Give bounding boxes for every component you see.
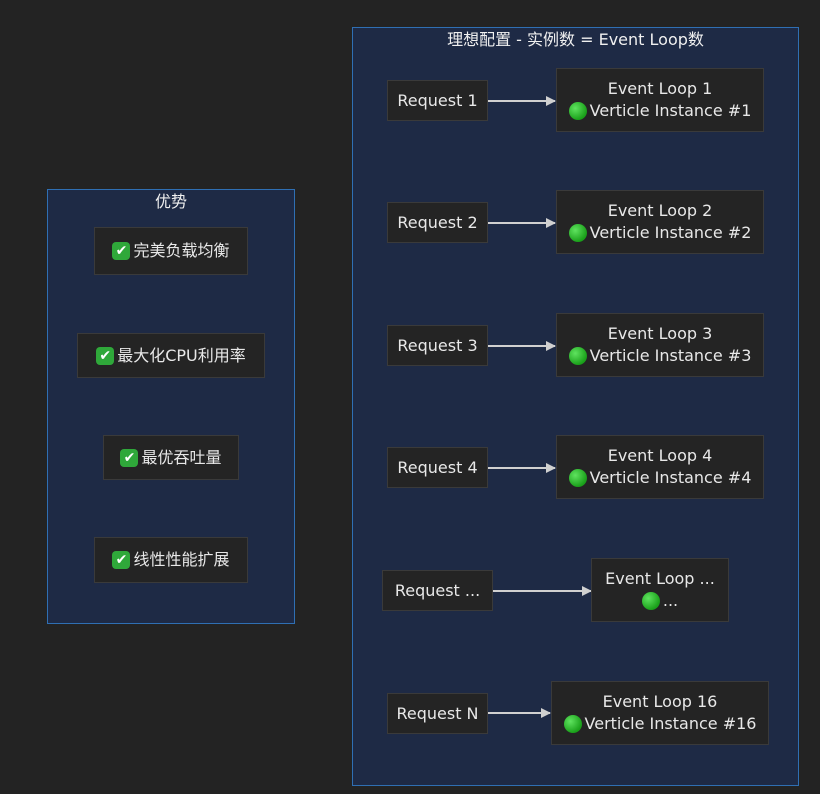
green-circle-icon — [568, 347, 587, 365]
check-mark-icon: ✔ — [120, 448, 139, 467]
event-loop-node: Event Loop 1 Verticle Instance #1 — [556, 68, 764, 132]
request-label: Request 4 — [397, 457, 478, 477]
check-mark-icon: ✔ — [112, 551, 131, 569]
instance-label: Verticle Instance #4 — [589, 468, 752, 487]
event-loop-node: Event Loop 4 Verticle Instance #4 — [556, 435, 764, 499]
event-loop-node: Event Loop 2 Verticle Instance #2 — [556, 190, 764, 254]
green-circle-icon — [568, 224, 587, 242]
advantage-node-load-balance: ✔ 完美负载均衡 — [94, 227, 248, 275]
instance-label: Verticle Instance #1 — [589, 101, 752, 120]
advantage-label: 最大化CPU利用率 — [117, 345, 246, 365]
instance-label: Verticle Instance #16 — [584, 714, 757, 733]
request-label: Request 1 — [397, 90, 478, 110]
advantages-title: 优势 — [154, 192, 187, 211]
advantage-node-cpu: ✔ 最大化CPU利用率 — [77, 333, 265, 378]
config-cluster: 理想配置 - 实例数 = Event Loop数 — [352, 27, 799, 786]
config-title: 理想配置 - 实例数 = Event Loop数 — [447, 30, 704, 49]
request-node: Request 2 — [387, 202, 488, 243]
event-loop-label: Event Loop 16 — [602, 692, 718, 711]
check-mark-icon: ✔ — [112, 242, 131, 260]
request-node: Request 4 — [387, 447, 488, 488]
event-loop-node: Event Loop ... ... — [591, 558, 729, 622]
request-label: Request ... — [394, 580, 481, 600]
request-label: Request N — [396, 703, 479, 723]
event-loop-label: Event Loop 4 — [607, 446, 713, 465]
green-circle-icon — [641, 592, 660, 610]
green-circle-icon — [563, 715, 582, 733]
instance-label: ... — [662, 591, 679, 610]
event-loop-label: Event Loop 2 — [607, 201, 713, 220]
event-loop-label: Event Loop 1 — [607, 79, 713, 98]
request-label: Request 2 — [397, 212, 478, 232]
advantage-label: 完美负载均衡 — [133, 241, 230, 260]
instance-label: Verticle Instance #3 — [589, 346, 752, 365]
advantage-node-throughput: ✔ 最优吞吐量 — [103, 435, 239, 480]
advantage-node-scaling: ✔ 线性性能扩展 — [94, 537, 248, 583]
event-loop-label: Event Loop 3 — [607, 324, 713, 343]
check-mark-icon: ✔ — [96, 346, 115, 365]
event-loop-label: Event Loop ... — [605, 569, 715, 588]
advantage-label: 线性性能扩展 — [133, 550, 230, 569]
request-node: Request 1 — [387, 80, 488, 121]
request-node: Request ... — [382, 570, 493, 611]
instance-label: Verticle Instance #2 — [589, 223, 752, 242]
green-circle-icon — [568, 469, 587, 487]
request-node: Request N — [387, 693, 488, 734]
request-node: Request 3 — [387, 325, 488, 366]
event-loop-node: Event Loop 16 Verticle Instance #16 — [551, 681, 769, 745]
event-loop-node: Event Loop 3 Verticle Instance #3 — [556, 313, 764, 377]
advantage-label: 最优吞吐量 — [141, 447, 222, 467]
green-circle-icon — [568, 102, 587, 120]
request-label: Request 3 — [397, 335, 478, 355]
